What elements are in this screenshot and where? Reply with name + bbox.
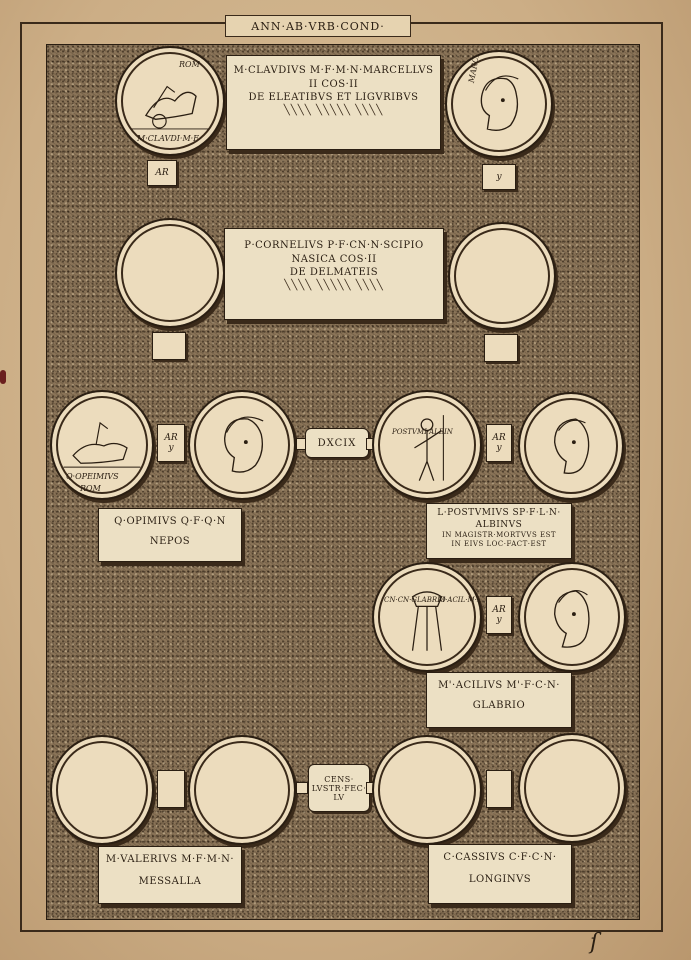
coin-tab-r1-left: AR <box>147 160 177 186</box>
tab-label: AR <box>492 605 506 615</box>
female-head-icon <box>553 589 590 648</box>
tablet-line: IN EIVS LOC·FACT·EST <box>451 539 547 548</box>
hatch-ornament-icon: ╲╲╲╲ ╲╲╲╲╲ ╲╲╲╲ <box>284 279 384 291</box>
signature-mark: ſ <box>590 930 599 955</box>
coin-r4-obverse <box>518 562 626 672</box>
coin-tab-r2-right <box>484 334 518 362</box>
coin-r2-right-blank <box>448 222 556 330</box>
inscription-tablet-r3-left: Q·OPIMIVS Q·F·Q·N NEPOS <box>98 508 242 562</box>
tablet-line: DE ELEATIBVS ET LIGVRIBVS <box>248 92 419 103</box>
tablet-line: IN MAGISTR·MORTVVS EST <box>441 531 557 540</box>
coin-tab-r5-left <box>157 770 185 808</box>
coin-legend: POSTVMI·ALBIN <box>392 428 453 436</box>
year-chip: DXCIX <box>305 428 369 458</box>
tablet-line: NEPOS <box>149 535 191 547</box>
helmeted-head-icon <box>480 75 519 131</box>
coin-r5-2-blank <box>188 735 296 845</box>
tab-label: AR <box>492 433 506 443</box>
tablet-line: ALBINVS <box>475 520 523 531</box>
inscription-tablet-r2: P·CORNELIVS P·F·CN·N·SCIPIO NASICA COS·I… <box>224 228 444 320</box>
tablet-line: Q·OPIMIVS Q·F·Q·N <box>114 516 226 527</box>
coin-tab-r3-left: AR y <box>157 424 185 462</box>
tablet-line: M'·ACILIVS M'·F·C·N· <box>438 680 560 691</box>
year-label: DXCIX <box>317 437 357 449</box>
inscription-tablet-r5-right: C·CASSIVS C·F·C·N· LONGINVS <box>428 844 572 904</box>
coin-r5-3-blank <box>372 735 482 845</box>
coin-tab-r5-right <box>486 770 512 808</box>
tablet-line: C·CASSIVS C·F·C·N· <box>443 852 557 863</box>
running-header: ANN·AB·VRB·COND· <box>225 15 411 37</box>
census-line: LVSTR·FEC· <box>311 783 367 793</box>
coin-tab-r4: AR y <box>486 596 512 634</box>
inscription-tablet-r5-left: M·VALERIVS M·F·M·N· MESSALLA <box>98 846 242 904</box>
tablet-line: DE DELMATEIS <box>289 267 379 278</box>
census-chip: CENS· LVSTR·FEC· LV <box>308 764 370 812</box>
coin-legend: Q·OPEIMIVS <box>66 472 119 481</box>
chariot-figure-icon <box>130 85 210 130</box>
tablet-line: II COS·II <box>308 78 359 90</box>
tablet-line: MESSALLA <box>138 875 202 887</box>
coin-r1-right-obverse: MARCELL <box>445 50 553 158</box>
tablet-line: P·CORNELIVS P·F·CN·N·SCIPIO <box>244 240 424 251</box>
tab-label: y <box>496 172 502 182</box>
female-head-icon <box>553 418 590 474</box>
coin-r3-right-reverse: POSTVMI·ALBIN <box>372 390 482 500</box>
coin-r5-1-blank <box>50 735 154 845</box>
coin-r5-4-blank <box>518 733 626 843</box>
tripod-icon <box>411 591 443 651</box>
coin-legend: ROM <box>80 484 101 493</box>
inscription-tablet-r4: M'·ACILIVS M'·F·C·N· GLABRIO <box>426 672 572 728</box>
hatch-ornament-icon: ╲╲╲╲ ╲╲╲╲╲ ╲╲╲╲ <box>283 104 384 116</box>
standing-figure-icon <box>414 415 444 481</box>
coin-r3-right-obverse <box>518 392 624 500</box>
coin-r3-left-reverse: Q·OPEIMIVS ROM <box>50 390 154 500</box>
tablet-line: M·VALERIVS M·F·M·N· <box>105 854 235 865</box>
tablet-line: LONGINVS <box>468 873 532 885</box>
coin-legend: M·ACIL·M·F <box>438 596 482 604</box>
coin-tab-r3-right: AR y <box>486 424 512 462</box>
inscription-tablet-r1: M·CLAVDIVS M·F·M·N·MARCELLVS II COS·II D… <box>226 55 441 150</box>
coin-tab-r2-left <box>152 332 186 360</box>
coin-r1-left-reverse: ROM M·CLAVDI·M·F· <box>115 46 225 156</box>
tablet-line: M·CLAVDIVS M·F·M·N·MARCELLVS <box>233 65 434 76</box>
tab-label: y <box>496 615 502 625</box>
census-line: CENS· <box>324 774 354 784</box>
coin-r3-left-obverse <box>188 390 296 500</box>
coin-legend: CN·CN·GLABRIO <box>384 596 446 604</box>
tab-label: AR <box>155 168 169 178</box>
tab-label: AR <box>164 433 178 443</box>
link-bar <box>296 782 308 794</box>
coin-r4-reverse: CN·CN·GLABRIO M·ACIL·M·F <box>372 562 482 672</box>
tab-label: y <box>168 443 174 453</box>
coin-r2-left-blank <box>115 218 225 328</box>
tablet-line: L·POSTVMIVS SP·F·L·N· <box>437 508 561 518</box>
coin-legend: ROM <box>179 60 200 69</box>
coin-legend: M·CLAVDI·M·F· <box>137 134 202 143</box>
tablet-line: GLABRIO <box>472 699 526 711</box>
census-line: LV <box>333 792 345 802</box>
margin-ink-mark <box>0 370 6 384</box>
tablet-line: NASICA COS·II <box>291 253 377 265</box>
tab-label: y <box>496 443 502 453</box>
inscription-tablet-r3-right: L·POSTVMIVS SP·F·L·N· ALBINVS IN MAGISTR… <box>426 503 572 559</box>
horseman-icon <box>63 421 141 468</box>
coin-tab-r1-right: y <box>482 164 516 190</box>
helmeted-head-icon <box>223 416 264 473</box>
